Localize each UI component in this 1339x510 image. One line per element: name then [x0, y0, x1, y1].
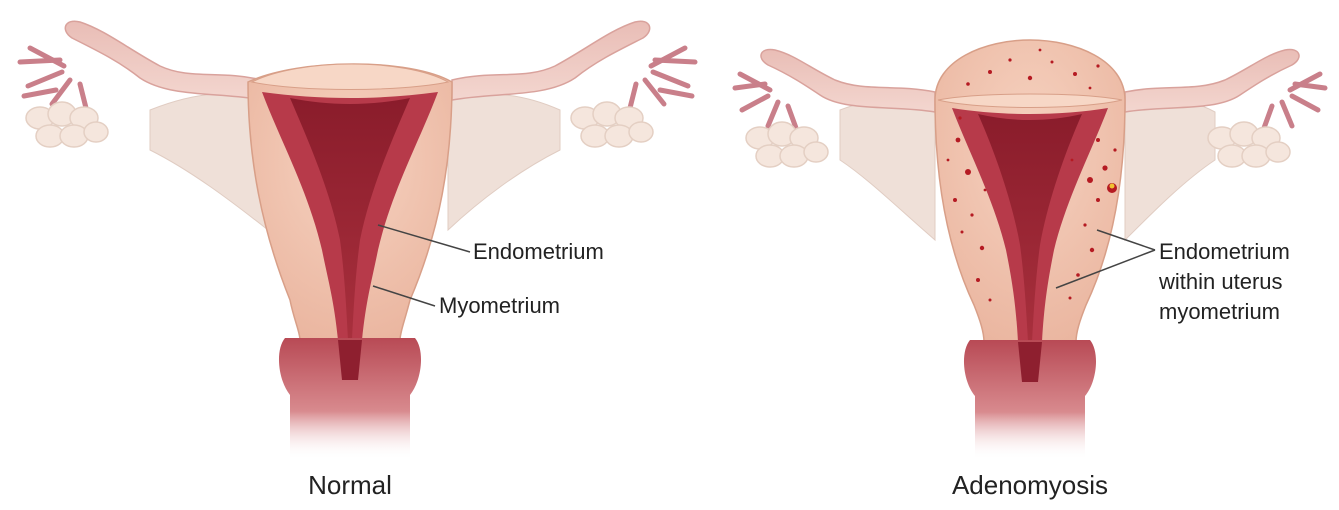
- endometrium-label: Endometrium: [473, 239, 604, 265]
- left-fimbriae: [20, 48, 86, 108]
- left-fimbriae-2: [735, 74, 796, 128]
- right-fimbriae: [630, 48, 695, 108]
- adenomyosis-caption: Adenomyosis: [920, 470, 1140, 500]
- left-ovary: [26, 102, 108, 147]
- lesion-label-line2: within uterus: [1159, 269, 1283, 295]
- adenomyosis-cervical-canal: [1018, 342, 1042, 382]
- myometrium-label: Myometrium: [439, 293, 560, 319]
- lesion-label-line3: myometrium: [1159, 299, 1280, 325]
- left-ovary-2: [746, 122, 828, 167]
- left-broad-ligament-2: [840, 98, 935, 240]
- normal-fundus: [252, 64, 448, 90]
- left-fallopian-tube-2: [761, 49, 935, 112]
- right-ovary: [571, 102, 653, 147]
- right-fimbriae-2: [1264, 74, 1325, 128]
- lesion-label-line1: Endometrium: [1159, 239, 1290, 265]
- left-fallopian-tube: [65, 21, 262, 100]
- normal-cervical-canal: [338, 340, 362, 380]
- ectopic-focus-highlight: [1110, 184, 1115, 189]
- right-fallopian-tube: [452, 21, 650, 100]
- right-ovary-2: [1208, 122, 1290, 167]
- normal-caption: Normal: [250, 470, 450, 500]
- right-fallopian-tube-2: [1125, 49, 1299, 112]
- right-broad-ligament: [448, 94, 560, 230]
- right-broad-ligament-2: [1125, 99, 1215, 240]
